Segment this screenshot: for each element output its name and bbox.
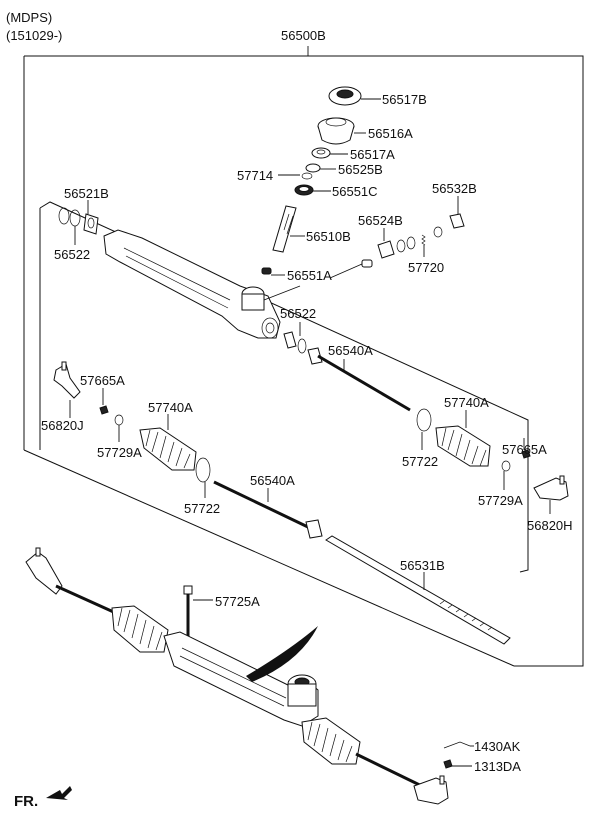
assembly-frame-bottom (23, 449, 515, 667)
label-56517A: 56517A (350, 147, 395, 162)
assembly-label: 56500B (281, 28, 326, 43)
label-56820J: 56820J (41, 418, 84, 433)
label-56521B: 56521B (64, 186, 109, 201)
assembled-steering-gear (25, 547, 449, 805)
cap-56517B (328, 86, 381, 106)
label-1430AK: 1430AK (474, 739, 521, 754)
outer-tie-rod-56820J (53, 361, 81, 418)
label-57729A-right: 57729A (478, 493, 523, 508)
label-56532B: 56532B (432, 181, 477, 196)
arrow-left-down-icon (46, 786, 72, 800)
subgroup-frame-right (39, 201, 529, 573)
label-56551A: 56551A (287, 268, 332, 283)
rack-56531B (325, 535, 511, 645)
nut-57665A-left (99, 388, 109, 415)
label-56522-left: 56522 (54, 247, 90, 262)
clip-57729A-left (114, 414, 124, 442)
label-57740A-left: 57740A (148, 400, 193, 415)
gear-housing (103, 229, 301, 339)
roller-small (329, 259, 373, 279)
snap-ring-57714 (278, 172, 313, 180)
bearing-56551C (294, 184, 331, 196)
label-57729A-left: 57729A (97, 445, 142, 460)
label-56551C: 56551C (332, 184, 378, 199)
nut-1313DA (443, 759, 472, 769)
bush-56517A (311, 147, 348, 159)
assembly-pointer-wedge (246, 626, 318, 682)
seal-56522-mid (283, 322, 307, 354)
direction-label: FR. (14, 793, 38, 810)
bearing-56551A (261, 267, 285, 276)
assembly-frame-top (24, 55, 584, 667)
spring-57720 (421, 226, 443, 257)
label-57665A-left: 57665A (80, 373, 125, 388)
label-57725A: 57725A (215, 594, 260, 609)
label-56510B: 56510B (306, 229, 351, 244)
housing-cover-56516A (317, 117, 366, 145)
label-56525B: 56525B (338, 162, 383, 177)
ring-56525B (305, 163, 336, 173)
clip-57729A-right (501, 460, 511, 490)
label-56531B: 56531B (400, 558, 445, 573)
variant-label: (MDPS) (6, 10, 52, 25)
clamp-57722-left (195, 457, 211, 498)
label-57665A-right: 57665A (502, 442, 547, 457)
clip-1430AK (443, 741, 474, 749)
label-56820H: 56820H (527, 518, 573, 533)
label-57720: 57720 (408, 260, 444, 275)
bellows-57740A-left (139, 414, 197, 471)
bolt-57725A (183, 585, 213, 640)
label-56517B: 56517B (382, 92, 427, 107)
label-56516A: 56516A (368, 126, 413, 141)
date-range-label: (151029-) (6, 28, 62, 43)
label-56540A-lower: 56540A (250, 473, 295, 488)
yoke-56524B (377, 228, 416, 259)
clamp-57722-right (416, 408, 432, 450)
outer-tie-rod-56820H (533, 475, 569, 514)
label-57740A-right: 57740A (444, 395, 489, 410)
inner-tie-rod-upper (307, 347, 411, 412)
nut-57665A-right (521, 438, 531, 459)
ring-56522-left (58, 207, 81, 245)
bushing-56521B (83, 200, 99, 235)
inner-tie-rod-lower (213, 480, 323, 539)
label-57722-left: 57722 (184, 501, 220, 516)
label-56540A-upper: 56540A (328, 343, 373, 358)
bellows-57740A-right (435, 410, 491, 467)
label-56522-mid: 56522 (280, 306, 316, 321)
label-57722-right: 57722 (402, 454, 438, 469)
pinion-shaft-56510B (272, 205, 305, 253)
label-56524B: 56524B (358, 213, 403, 228)
plug-56532B (449, 196, 465, 229)
label-1313DA: 1313DA (474, 759, 521, 774)
label-57714: 57714 (237, 168, 273, 183)
